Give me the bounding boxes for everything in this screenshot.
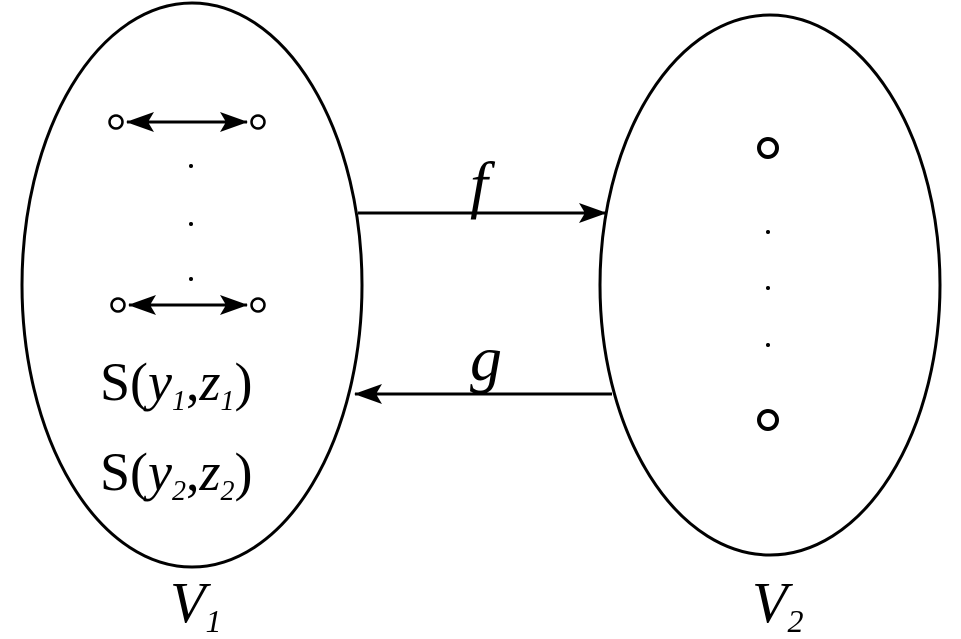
right-top-node — [757, 137, 779, 159]
top-pair-node-right — [250, 114, 266, 130]
right-ellipsis-dots — [766, 230, 770, 347]
bottom-pair-node-left — [110, 297, 126, 313]
set-v1-ellipse — [20, 1, 364, 569]
pair-label-2: S(y2,z2) — [100, 442, 253, 507]
right-bottom-node — [757, 409, 779, 431]
set-v2-ellipse — [598, 13, 942, 557]
left-ellipsis-dots — [189, 164, 193, 281]
bottom-pair-node-right — [250, 297, 266, 313]
set-v2-label: V2 — [752, 570, 803, 639]
top-pair-node-left — [108, 114, 124, 130]
map-f-label: f — [470, 149, 496, 220]
left-top-pair — [108, 112, 266, 132]
pair-label-1: S(y1,z1) — [100, 352, 253, 417]
set-v1-label: V1 — [170, 570, 221, 639]
map-g-label: g — [470, 323, 502, 394]
left-bottom-pair — [110, 295, 266, 315]
